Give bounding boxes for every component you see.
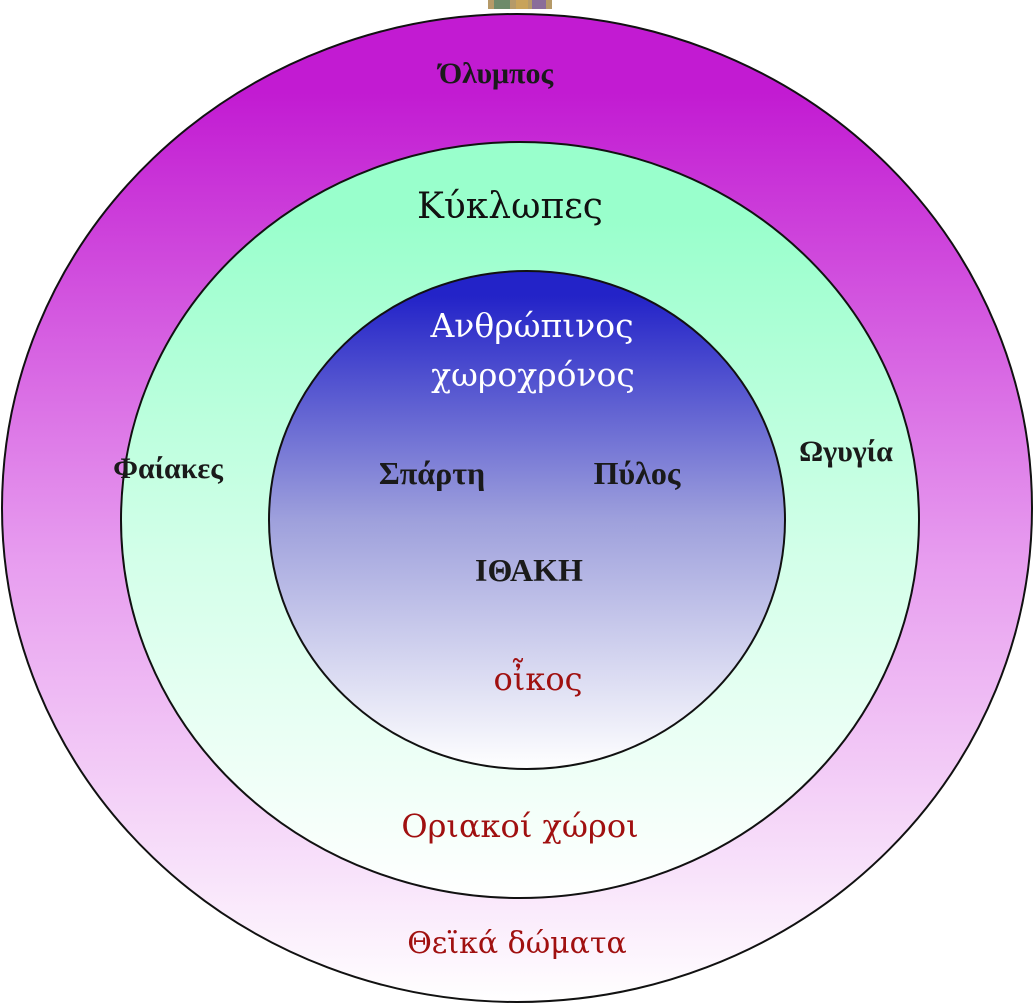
- divine-dwellings-label: Θεϊκά δώματα: [407, 926, 627, 961]
- human-spacetime-line2: χωροχρόνος: [431, 355, 635, 394]
- phaeacians-label: Φαίακες: [113, 452, 223, 485]
- decorative-picture-icon: [488, 0, 552, 9]
- ogygia-label: Ωγυγία: [799, 435, 893, 468]
- cyclopes-label: Κύκλωπες: [417, 186, 603, 227]
- olympus-label: Όλυμπος: [437, 57, 554, 90]
- human-spacetime-line1: Ανθρώπινος: [429, 306, 633, 345]
- inner-circle: [268, 270, 786, 770]
- ithaca-label: ΙΘΑΚΗ: [475, 552, 583, 588]
- sparta-label: Σπάρτη: [379, 455, 485, 491]
- pylos-label: Πύλος: [594, 455, 681, 491]
- liminal-spaces-label: Οριακοί χώροι: [401, 807, 638, 845]
- oikos-label: οἶκος: [494, 658, 583, 698]
